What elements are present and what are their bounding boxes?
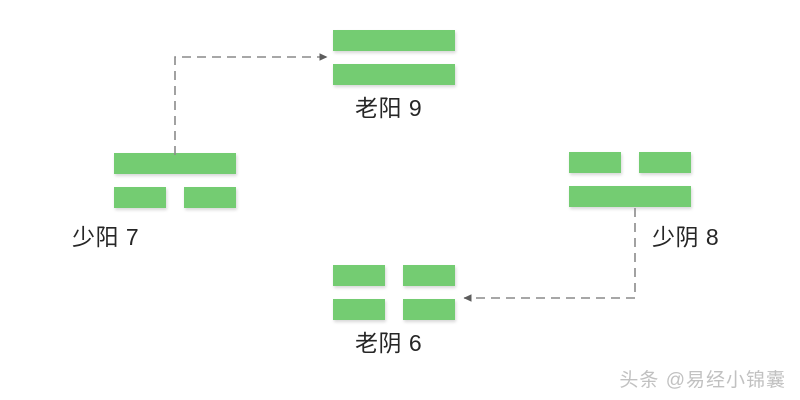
hexagram-line-broken-right — [403, 299, 455, 320]
arrow-shaoyin-to-laoyin — [463, 208, 636, 302]
watermark: 头条 @易经小锦囊 — [619, 370, 786, 391]
hexagram-line-solid — [114, 153, 236, 174]
hexagram-line-broken-left — [333, 299, 385, 320]
hexagram-line-broken-right — [184, 187, 236, 208]
label-shaoyin: 少阴 8 — [652, 224, 720, 250]
hexagram-line-broken-left — [569, 152, 621, 173]
arrow-shaoyang-to-laoyang — [174, 53, 328, 155]
hexagram-line-broken-right — [639, 152, 691, 173]
hexagram-line-solid — [569, 186, 691, 207]
label-laoyang: 老阳 9 — [355, 95, 423, 121]
hexagram-line-broken-left — [333, 265, 385, 286]
hexagram-line-broken-right — [403, 265, 455, 286]
hexagram-line-solid — [333, 30, 455, 51]
label-shaoyang: 少阳 7 — [72, 224, 140, 250]
hexagram-line-solid — [333, 64, 455, 85]
label-laoyin: 老阴 6 — [355, 330, 423, 356]
hexagram-line-broken-left — [114, 187, 166, 208]
